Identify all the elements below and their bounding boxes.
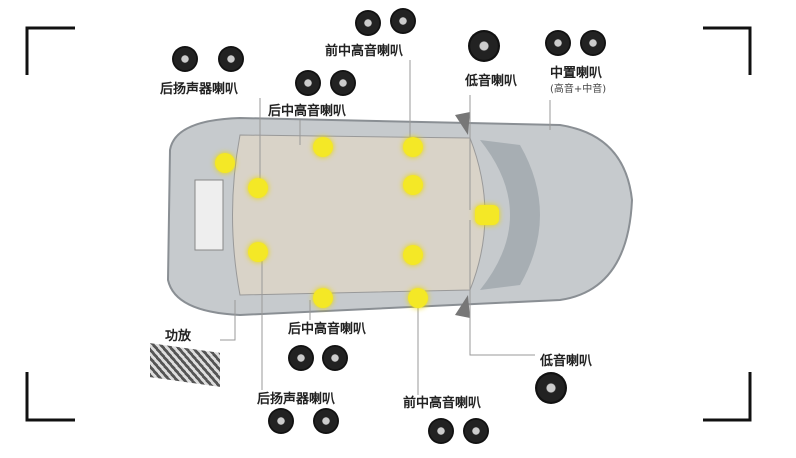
tweeter-icon — [295, 70, 321, 96]
label-rear-speaker: 后扬声器喇叭 — [160, 82, 239, 97]
tweeter-icon — [545, 30, 571, 56]
midrange-speaker-icon — [330, 70, 356, 96]
midrange-speaker-icon — [322, 345, 348, 371]
speaker-dot — [403, 137, 423, 157]
label-amplifier: 功放 — [165, 329, 192, 344]
label-center: 中置喇叭 — [550, 66, 603, 81]
speaker-dot — [248, 242, 268, 262]
midrange-speaker-icon — [390, 8, 416, 34]
label-rear-speaker: 后扬声器喇叭 — [257, 392, 336, 407]
tweeter-icon — [172, 46, 198, 72]
midrange-speaker-icon — [463, 418, 489, 444]
speaker-dot — [475, 205, 499, 225]
label-woofer: 低音喇叭 — [465, 74, 518, 89]
speaker-dot — [403, 175, 423, 195]
label-rear-mid-high: 后中高音喇叭 — [288, 322, 367, 337]
label-front-mid-high: 前中高音喇叭 — [325, 44, 404, 59]
tweeter-icon — [355, 10, 381, 36]
midrange-speaker-icon — [313, 408, 339, 434]
label-woofer: 低音喇叭 — [540, 354, 593, 369]
tweeter-icon — [428, 418, 454, 444]
label-center-sub: (高音+中音) — [550, 84, 607, 95]
corner-brackets — [25, 26, 752, 422]
tweeter-icon — [288, 345, 314, 371]
speaker-dot — [313, 288, 333, 308]
speaker-dot — [215, 153, 235, 173]
speaker-dot — [408, 288, 428, 308]
leader-lines — [220, 60, 551, 395]
midrange-speaker-icon — [580, 30, 606, 56]
speaker-dot — [248, 178, 268, 198]
speaker-dot — [313, 137, 333, 157]
woofer-icon — [468, 30, 500, 62]
label-front-mid-high: 前中高音喇叭 — [403, 396, 482, 411]
speaker-dot — [403, 245, 423, 265]
midrange-speaker-icon — [218, 46, 244, 72]
label-rear-mid-high: 后中高音喇叭 — [268, 104, 347, 119]
woofer-icon — [535, 372, 567, 404]
car-body — [166, 112, 634, 318]
tweeter-icon — [268, 408, 294, 434]
